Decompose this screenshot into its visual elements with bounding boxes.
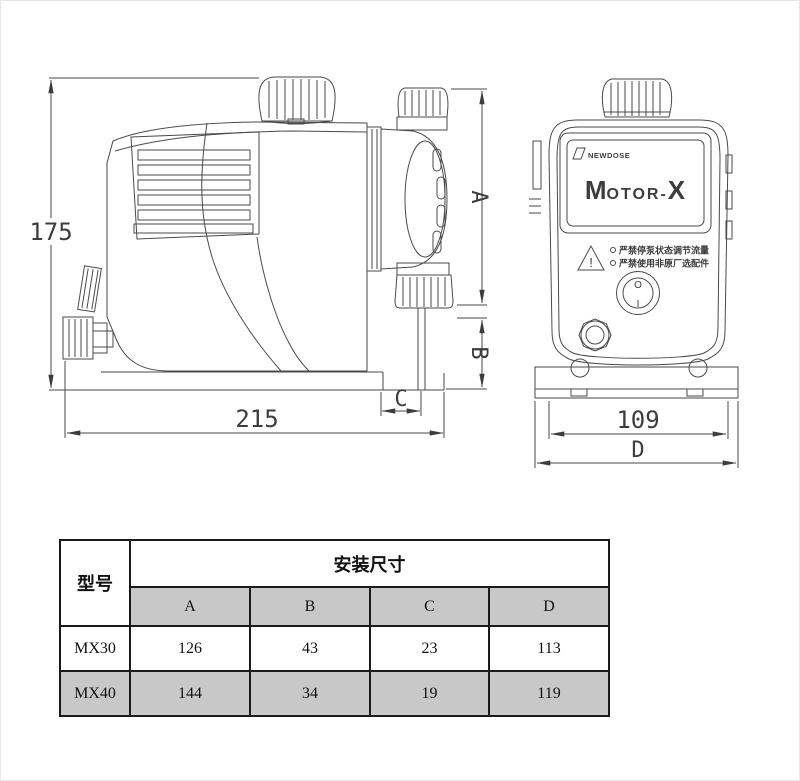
table-row-mx30: MX30 126 43 23 113 [59, 625, 610, 672]
pump-body [106, 121, 368, 372]
indicator-dot-2 [610, 260, 616, 266]
warning-text-2: 严禁使用非原厂选配件 [618, 258, 709, 269]
dimension-C: C [380, 387, 422, 416]
value-cell: 144 [129, 670, 251, 717]
value-cell: 119 [488, 670, 610, 717]
switch-off-mark: O [634, 280, 642, 291]
dimension-175: 175 [29, 77, 259, 389]
column-header-D: D [488, 586, 610, 627]
model-cell: MX40 [59, 670, 131, 717]
model-cell: MX30 [59, 625, 131, 672]
column-header-C: C [369, 586, 490, 627]
dim-175-label: 175 [29, 218, 72, 246]
warning-area: ! 严禁停泵状态调节流量 严禁使用非原厂选配件 [577, 244, 709, 271]
cable-gland [62, 265, 114, 360]
value-cell: 113 [488, 625, 610, 672]
model-header-cell: 型号 [59, 539, 131, 627]
vent-slats [130, 131, 260, 240]
brand-logo: NEWDOSE [572, 147, 630, 160]
column-header-A: A [129, 586, 251, 627]
dim-215-label: 215 [235, 405, 278, 433]
pump-head [366, 126, 448, 272]
pump-dimension-drawing: 175 215 C A B [29, 76, 739, 468]
technical-drawing: 175 215 C A B [1, 1, 799, 528]
front-enclosure [548, 119, 729, 366]
front-view: NEWDOSE MOTOR-X ! 严禁停泵状态调节流量 严禁使用非原厂选配件 [529, 78, 739, 399]
value-cell: 126 [129, 625, 251, 672]
dimension-A: A [451, 88, 491, 306]
column-header-B: B [249, 586, 371, 627]
dim-A-label: A [466, 190, 491, 203]
dim-C-label: C [394, 387, 407, 412]
foot-left [570, 358, 590, 378]
installation-dimensions-table: 型号 安装尺寸 A B C D MX30 126 43 23 113 MX40 … [59, 539, 610, 717]
side-base-plate [49, 371, 445, 391]
warning-triangle-icon: ! [577, 244, 605, 271]
dim-B-label: B [466, 346, 491, 359]
value-cell: 19 [369, 670, 490, 717]
dim-D-label: D [631, 438, 644, 463]
value-cell: 43 [249, 625, 371, 672]
front-base-plate [534, 358, 739, 399]
dimension-109: 109 [548, 401, 729, 439]
foot-right [688, 358, 708, 378]
discharge-valve-fitting [396, 87, 449, 131]
power-switch: O I [616, 271, 660, 315]
switch-on-mark: I [637, 299, 640, 310]
suction-valve-fitting [394, 262, 454, 390]
dimension-B: B [446, 317, 491, 390]
warning-exclamation: ! [589, 255, 593, 270]
dimension-D: D [534, 401, 739, 468]
value-cell: 23 [369, 625, 490, 672]
dim-109-label: 109 [616, 406, 659, 434]
side-view [49, 76, 454, 391]
dimension-215: 215 [64, 361, 445, 438]
table-row-mx40: MX40 144 34 19 119 [59, 670, 610, 717]
adjustment-knob [258, 76, 336, 125]
side-clips-right [725, 154, 733, 240]
motor-x-logo: MOTOR-X [585, 175, 686, 205]
front-cable-gland [578, 318, 612, 352]
group-header-cell: 安装尺寸 [129, 539, 610, 588]
display-panel: NEWDOSE MOTOR-X [559, 132, 712, 234]
front-top-fitting [601, 78, 673, 118]
warning-text-1: 严禁停泵状态调节流量 [618, 245, 709, 256]
indicator-dot-1 [610, 247, 616, 253]
brand-name: NEWDOSE [588, 151, 630, 160]
side-clip-left [529, 140, 542, 214]
value-cell: 34 [249, 670, 371, 717]
body-styling-curves [201, 122, 310, 372]
